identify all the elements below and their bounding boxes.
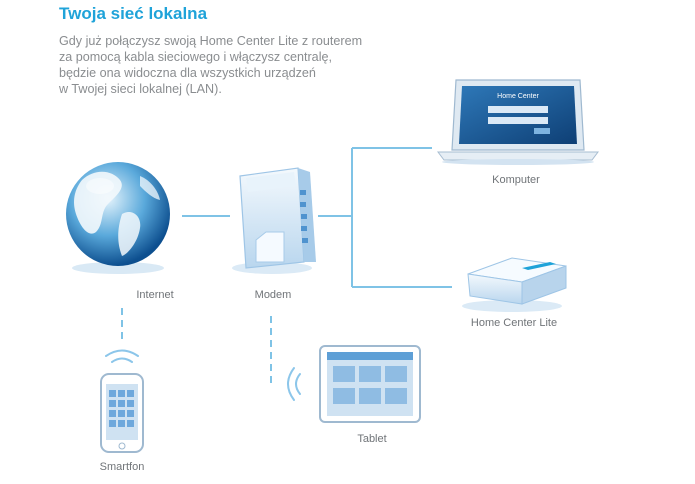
wifi-signal-tablet-icon <box>287 367 301 401</box>
intro-line-3: będzie ona widoczna dla wszystkich urząd… <box>59 66 316 80</box>
laptop-icon: Home Center <box>437 79 599 165</box>
intro-line-1: Gdy już połączysz swoją Home Center Lite… <box>59 34 363 48</box>
wifi-signal-icon <box>105 349 139 363</box>
label-computer: Komputer <box>492 174 540 186</box>
globe-icon <box>66 162 170 274</box>
intro-line-4: w Twojej sieci lokalnej (LAN). <box>59 82 222 96</box>
label-smartphone: Smartfon <box>99 461 145 473</box>
tablet-icon <box>319 345 421 423</box>
intro-line-2: za pomocą kabla sieciowego i włączysz ce… <box>59 50 332 64</box>
connection-lines <box>121 147 452 384</box>
label-home-center: Home Center Lite <box>470 317 558 329</box>
page-title: Twoja sieć lokalna <box>59 4 208 23</box>
label-internet: Internet <box>136 289 174 301</box>
laptop-screen-title: Home Center <box>497 93 539 100</box>
label-tablet: Tablet <box>357 433 387 445</box>
label-modem: Modem <box>254 289 292 301</box>
modem-icon <box>232 167 316 274</box>
home-center-icon <box>462 257 567 312</box>
intro-text: Gdy już połączysz swoją Home Center Lite… <box>59 33 399 97</box>
smartphone-icon <box>100 373 144 453</box>
